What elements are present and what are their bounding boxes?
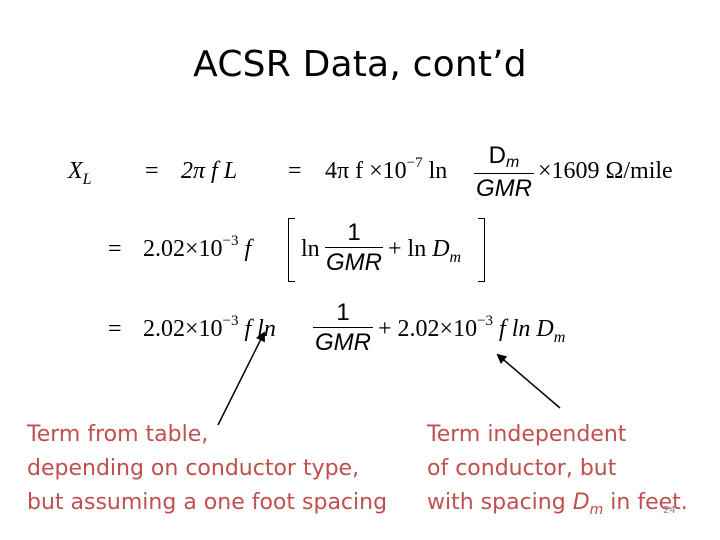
eq3-equals: = [108,316,122,342]
left-note-line-3: but assuming a one foot spacing [27,490,388,515]
eq1-term2: 4π f ×10−7 ln [325,155,448,184]
eq3-fraction: 1 GMR [313,299,373,356]
left-note-line-2: depending on conductor type, [27,456,360,481]
eq1-term1: 2π f L [181,158,238,184]
eq2-ln: ln [301,236,320,262]
eq1-equals-2: = [288,158,302,184]
left-note-line-1: Term from table, [27,422,209,447]
eq2-coef: 2.02×10−3 f [143,233,252,262]
eq1-fraction: Dm GMR [474,142,534,202]
right-note-line-2: of conductor, but [427,456,617,481]
eq2-plus-ln: + ln Dm [388,236,462,266]
eq1-ln: ln [428,158,448,184]
eq1-equals-1: = [145,158,159,184]
left-arrow [217,331,265,426]
right-note-line-3: with spacing Dm in feet. [427,490,688,518]
eq2-right-bracket [478,218,485,282]
eq1-lhs-sub: L [82,171,92,188]
eq3-second-term: + 2.02×10−3 f ln Dm [378,313,566,346]
eq2-fraction: 1 GMR [325,219,383,276]
right-note: Term independent of conductor, but with … [427,418,688,522]
right-arrow [496,353,561,409]
page-number: 24 [663,505,676,516]
eq3-coef: 2.02×10−3 f ln [143,313,276,342]
eq1-lhs-x: X [68,158,83,184]
left-note: Term from table, depending on conductor … [27,418,387,520]
equation-line-1: XL [68,158,92,188]
right-note-line-1: Term independent [427,422,627,447]
slide-title: ACSR Data, cont’d [193,44,527,85]
eq2-left-bracket [288,218,295,282]
eq2-equals: = [108,236,122,262]
eq1-tail: ×1609 Ω/mile [538,158,673,184]
